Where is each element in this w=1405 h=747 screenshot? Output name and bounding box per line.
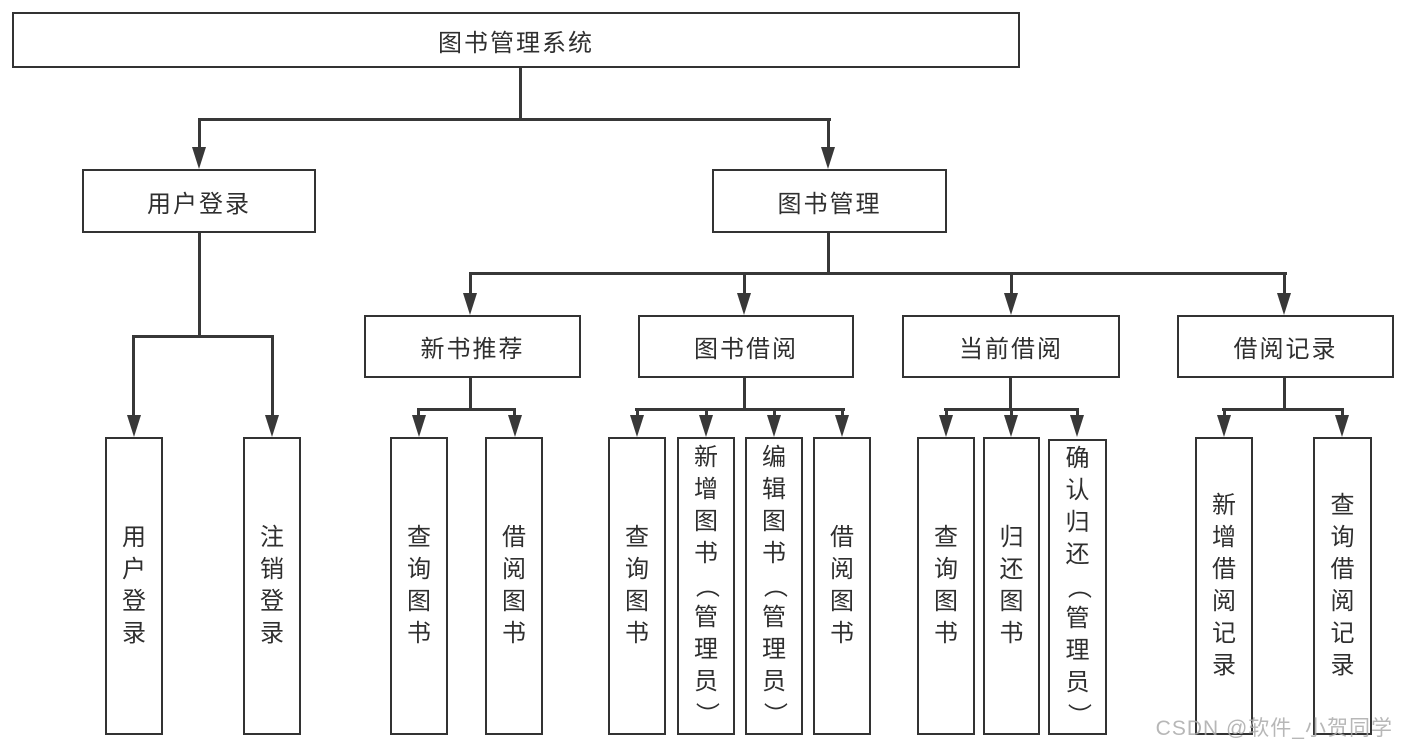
node-book-management: 图书管理 bbox=[712, 169, 947, 233]
connector bbox=[773, 408, 776, 418]
arrow-down-icon bbox=[1004, 293, 1018, 315]
connector bbox=[945, 408, 948, 418]
node-leaf-query-borrow-record-label: 查询借阅记录 bbox=[1330, 492, 1355, 679]
connector bbox=[469, 378, 472, 411]
arrow-down-icon bbox=[699, 415, 713, 437]
arrow-down-icon bbox=[821, 147, 835, 169]
connector bbox=[1009, 378, 1012, 411]
arrow-down-icon bbox=[192, 147, 206, 169]
node-leaf-confirm-return-admin-label: 确认归还（管理员） bbox=[1064, 445, 1092, 727]
node-leaf-borrow-books-b-label: 借阅图书 bbox=[830, 524, 854, 647]
connector bbox=[469, 272, 472, 299]
node-leaf-edit-books-admin: 编辑图书（管理员） bbox=[745, 437, 803, 735]
node-leaf-return-books-label: 归还图书 bbox=[999, 524, 1024, 647]
connector bbox=[705, 408, 708, 418]
connector bbox=[636, 408, 639, 418]
node-leaf-user-login-label: 用户登录 bbox=[122, 524, 146, 647]
node-leaf-query-borrow-record: 查询借阅记录 bbox=[1313, 437, 1372, 735]
node-book-management-label: 图书管理 bbox=[777, 190, 882, 218]
connector bbox=[1010, 408, 1013, 418]
node-new-book-recommend-label: 新书推荐 bbox=[420, 336, 525, 363]
connector bbox=[1341, 408, 1344, 418]
node-borrow-records-label: 借阅记录 bbox=[1233, 336, 1338, 363]
arrow-down-icon bbox=[737, 293, 751, 315]
node-leaf-logout: 注销登录 bbox=[243, 437, 301, 735]
arrow-down-icon bbox=[1004, 415, 1018, 437]
arrow-down-icon bbox=[630, 415, 644, 437]
connector bbox=[1283, 272, 1286, 299]
node-leaf-query-books-c-label: 查询图书 bbox=[934, 524, 958, 647]
node-user-login-label: 用户登录 bbox=[147, 190, 251, 218]
arrow-down-icon bbox=[508, 415, 522, 437]
connector bbox=[1283, 378, 1286, 411]
arrow-down-icon bbox=[1070, 415, 1084, 437]
node-root: 图书管理系统 bbox=[12, 12, 1020, 68]
node-leaf-add-books-admin: 新增图书（管理员） bbox=[677, 437, 735, 735]
arrow-down-icon bbox=[767, 415, 781, 437]
node-leaf-return-books: 归还图书 bbox=[983, 437, 1040, 735]
arrow-down-icon bbox=[1277, 293, 1291, 315]
node-borrow-records: 借阅记录 bbox=[1177, 315, 1394, 378]
node-leaf-logout-label: 注销登录 bbox=[260, 524, 284, 647]
node-leaf-borrow-books-a: 借阅图书 bbox=[485, 437, 543, 735]
connector bbox=[271, 335, 274, 420]
node-new-book-recommend: 新书推荐 bbox=[364, 315, 581, 378]
node-leaf-user-login: 用户登录 bbox=[105, 437, 163, 735]
node-book-borrow: 图书借阅 bbox=[638, 315, 854, 378]
connector bbox=[827, 233, 830, 275]
connector bbox=[513, 408, 516, 418]
connector bbox=[132, 335, 274, 338]
connector bbox=[1222, 408, 1344, 411]
connector bbox=[469, 272, 1287, 275]
connector bbox=[519, 68, 522, 120]
connector bbox=[198, 118, 201, 152]
connector bbox=[841, 408, 844, 418]
connector bbox=[1223, 408, 1226, 418]
node-leaf-edit-books-admin-label: 编辑图书（管理员） bbox=[761, 444, 788, 726]
connector bbox=[743, 272, 746, 299]
arrow-down-icon bbox=[835, 415, 849, 437]
node-current-borrow-label: 当前借阅 bbox=[959, 336, 1063, 363]
connector bbox=[743, 378, 746, 411]
connector bbox=[132, 335, 135, 420]
connector bbox=[198, 233, 201, 338]
connector bbox=[417, 408, 420, 418]
node-leaf-query-books-a: 查询图书 bbox=[390, 437, 448, 735]
node-book-borrow-label: 图书借阅 bbox=[694, 336, 798, 363]
connector bbox=[827, 118, 830, 152]
node-leaf-query-books-c: 查询图书 bbox=[917, 437, 975, 735]
connector bbox=[417, 408, 516, 411]
arrow-down-icon bbox=[939, 415, 953, 437]
arrow-down-icon bbox=[1335, 415, 1349, 437]
node-current-borrow: 当前借阅 bbox=[902, 315, 1120, 378]
connector bbox=[198, 118, 831, 121]
connector bbox=[635, 408, 845, 411]
node-leaf-borrow-books-a-label: 借阅图书 bbox=[502, 524, 526, 647]
node-leaf-borrow-books-b: 借阅图书 bbox=[813, 437, 871, 735]
connector bbox=[1010, 272, 1013, 299]
arrow-down-icon bbox=[265, 415, 279, 437]
arrow-down-icon bbox=[412, 415, 426, 437]
node-leaf-add-books-admin-label: 新增图书（管理员） bbox=[693, 444, 720, 726]
connector bbox=[1076, 408, 1079, 418]
node-leaf-add-borrow-record: 新增借阅记录 bbox=[1195, 437, 1253, 735]
arrow-down-icon bbox=[1217, 415, 1231, 437]
arrow-down-icon bbox=[463, 293, 477, 315]
node-leaf-query-books-b-label: 查询图书 bbox=[625, 524, 649, 647]
node-user-login: 用户登录 bbox=[82, 169, 316, 233]
node-leaf-query-books-b: 查询图书 bbox=[608, 437, 666, 735]
node-leaf-query-books-a-label: 查询图书 bbox=[407, 524, 431, 647]
node-root-label: 图书管理系统 bbox=[438, 29, 594, 57]
arrow-down-icon bbox=[127, 415, 141, 437]
node-leaf-add-borrow-record-label: 新增借阅记录 bbox=[1212, 492, 1236, 679]
csdn-watermark: CSDN @软件_小贺同学 bbox=[1155, 717, 1393, 740]
node-leaf-confirm-return-admin: 确认归还（管理员） bbox=[1048, 439, 1107, 735]
